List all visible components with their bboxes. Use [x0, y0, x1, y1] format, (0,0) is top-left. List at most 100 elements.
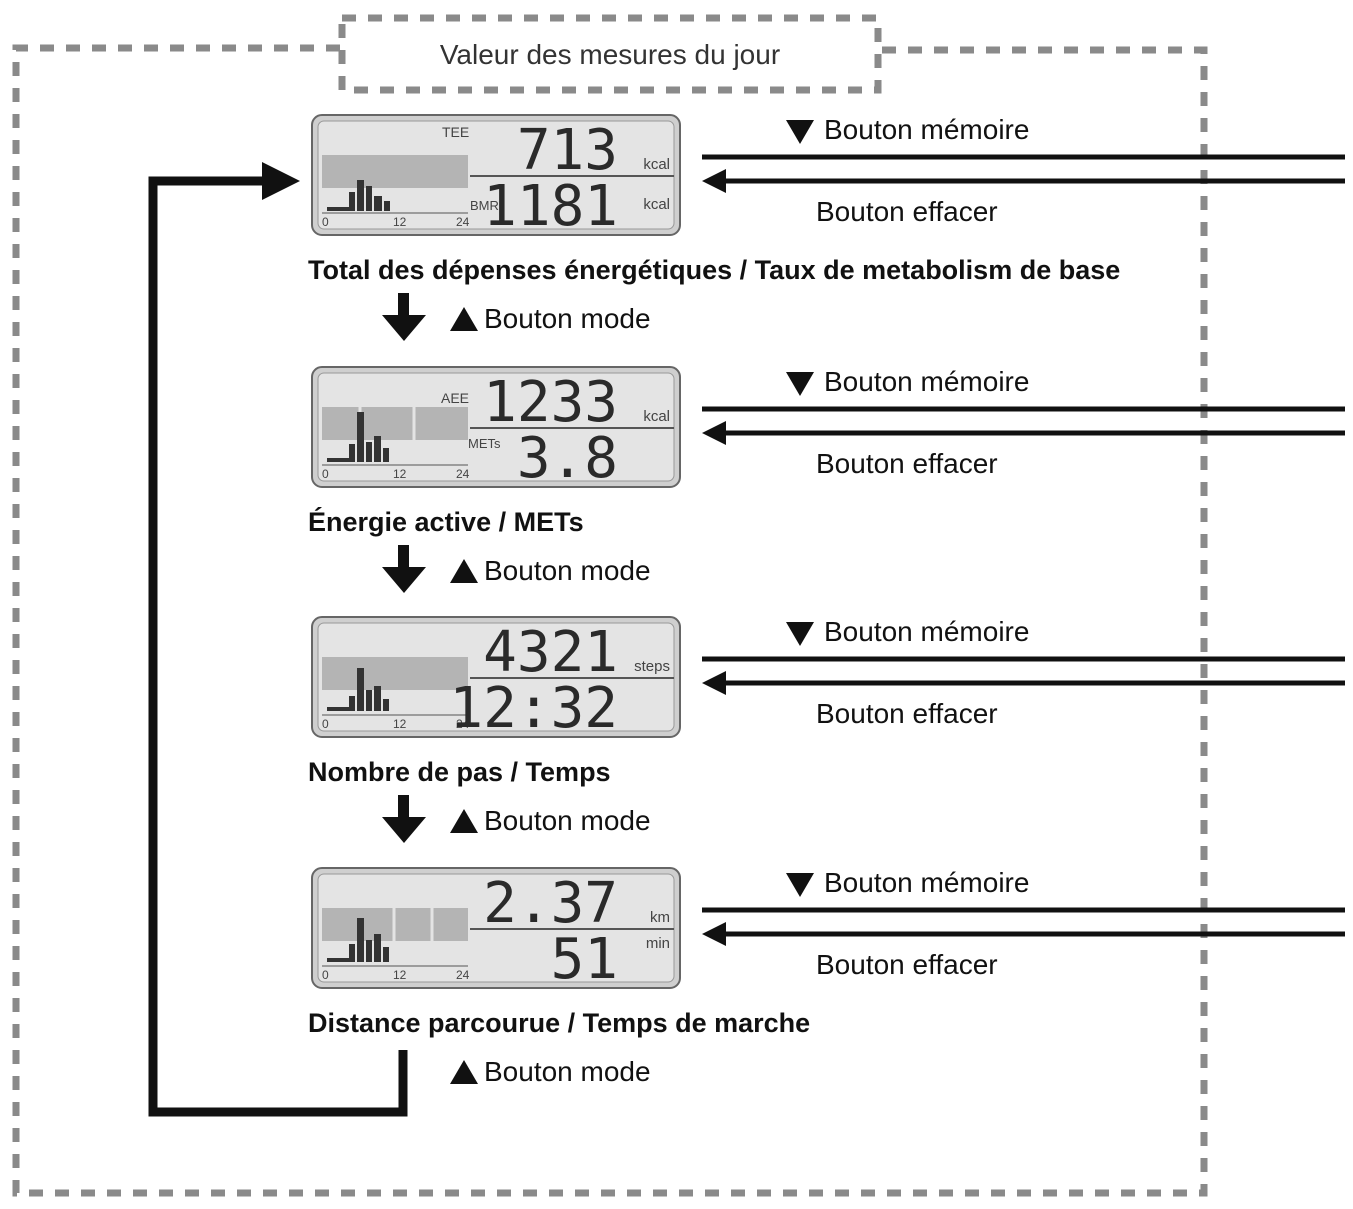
mode-button-label[interactable]: Bouton mode	[450, 805, 651, 836]
lcd-bottom-unit: min	[646, 935, 670, 952]
lcd-top-unit: kcal	[643, 156, 670, 173]
lcd-band	[322, 657, 468, 690]
next-screen-arrow	[382, 293, 426, 341]
lcd-top-value: 2.37	[483, 871, 618, 936]
clear-button-text: Bouton effacer	[816, 949, 998, 980]
histogram-bar	[327, 958, 349, 962]
clear-button-text: Bouton effacer	[816, 448, 998, 479]
memory-button-text: Bouton mémoire	[824, 616, 1029, 647]
memory-button-label[interactable]: Bouton mémoire	[786, 616, 1029, 647]
axis-tick-label: 0	[322, 215, 329, 229]
header-title: Valeur des mesures du jour	[440, 39, 780, 70]
clear-button-label[interactable]: Bouton effacer	[816, 949, 998, 980]
clear-button-text: Bouton effacer	[816, 196, 998, 227]
mode-button-text: Bouton mode	[484, 1056, 651, 1087]
mode-button-text: Bouton mode	[484, 805, 651, 836]
arrow-left-icon	[702, 169, 726, 193]
triangle-down-icon	[786, 873, 814, 897]
mode-button-label[interactable]: Bouton mode	[450, 303, 651, 334]
arrow-left-icon	[702, 671, 726, 695]
histogram-bar	[327, 458, 349, 462]
lcd-top-value: 4321	[483, 620, 618, 685]
histogram-bar	[366, 940, 372, 962]
clear-button-text: Bouton effacer	[816, 698, 998, 729]
next-screen-arrow	[382, 545, 426, 593]
histogram-bar	[383, 448, 389, 462]
histogram-bar	[383, 947, 389, 962]
histogram-bar	[349, 444, 355, 462]
lcd-bottom-unit: kcal	[643, 196, 670, 213]
triangle-up-icon	[450, 559, 478, 583]
memory-button-label[interactable]: Bouton mémoire	[786, 114, 1029, 145]
axis-tick-label: 0	[322, 717, 329, 731]
histogram-bar	[383, 699, 389, 711]
axis-tick-label: 24	[456, 968, 470, 982]
lcd-top-tag: AEE	[441, 390, 469, 406]
mode-button-text: Bouton mode	[484, 555, 651, 586]
arrow-left-icon	[702, 421, 726, 445]
axis-tick-label: 12	[393, 467, 407, 481]
axis-tick-label: 24	[456, 467, 470, 481]
histogram-bar	[357, 412, 364, 462]
lcd-band	[322, 407, 468, 440]
clear-button-label[interactable]: Bouton effacer	[816, 196, 998, 227]
histogram-bar	[349, 944, 355, 962]
axis-tick-label: 0	[322, 467, 329, 481]
clear-button-label[interactable]: Bouton effacer	[816, 448, 998, 479]
screen-caption: Nombre de pas / Temps	[308, 757, 611, 787]
lcd-top-tag: TEE	[442, 124, 469, 140]
mode-button-label[interactable]: Bouton mode	[450, 1056, 651, 1087]
mode-button-text: Bouton mode	[484, 303, 651, 334]
triangle-up-icon	[450, 307, 478, 331]
memory-button-label[interactable]: Bouton mémoire	[786, 867, 1029, 898]
lcd-bottom-value: 3.8	[517, 426, 618, 491]
histogram-bar	[357, 918, 364, 962]
lcd-top-unit: steps	[634, 658, 670, 675]
histogram-bar	[357, 668, 364, 711]
triangle-down-icon	[786, 120, 814, 144]
next-screen-arrow	[382, 795, 426, 843]
histogram-bar	[374, 436, 381, 462]
screen-caption: Énergie active / METs	[308, 506, 584, 537]
histogram-bar	[327, 207, 349, 211]
arrow-down-icon	[382, 817, 426, 843]
triangle-down-icon	[786, 622, 814, 646]
axis-tick-label: 24	[456, 717, 470, 731]
memory-button-text: Bouton mémoire	[824, 366, 1029, 397]
axis-tick-label: 12	[393, 968, 407, 982]
mode-button-label[interactable]: Bouton mode	[450, 555, 651, 586]
lcd-band	[322, 155, 468, 188]
histogram-bar	[349, 696, 355, 711]
triangle-up-icon	[450, 809, 478, 833]
histogram-bar	[349, 192, 355, 211]
outer-dashed-frame	[12, 44, 1208, 1197]
histogram-bar	[374, 686, 381, 711]
lcd-bottom-value: 1181	[483, 174, 618, 239]
lcd-top-value: 1233	[483, 370, 618, 435]
histogram-bar	[327, 707, 349, 711]
memory-button-text: Bouton mémoire	[824, 867, 1029, 898]
triangle-up-icon	[450, 1060, 478, 1084]
loop-back-arrow	[148, 162, 408, 1117]
lcd-bottom-tag: BMR	[470, 198, 499, 213]
memory-button-label[interactable]: Bouton mémoire	[786, 366, 1029, 397]
arrow-left-icon	[702, 922, 726, 946]
triangle-down-icon	[786, 372, 814, 396]
histogram-bar	[366, 442, 372, 462]
histogram-bar	[384, 201, 390, 211]
axis-tick-label: 0	[322, 968, 329, 982]
arrow-down-icon	[382, 567, 426, 593]
histogram-bar	[374, 934, 381, 962]
lcd-top-unit: kcal	[643, 408, 670, 425]
axis-tick-label: 24	[456, 215, 470, 229]
axis-tick-label: 12	[393, 717, 407, 731]
histogram-bar	[357, 180, 364, 211]
histogram-bar	[366, 186, 372, 211]
clear-button-label[interactable]: Bouton effacer	[816, 698, 998, 729]
screen-caption: Total des dépenses énergétiques / Taux d…	[308, 255, 1120, 285]
lcd-bottom-value: 51	[551, 927, 618, 992]
